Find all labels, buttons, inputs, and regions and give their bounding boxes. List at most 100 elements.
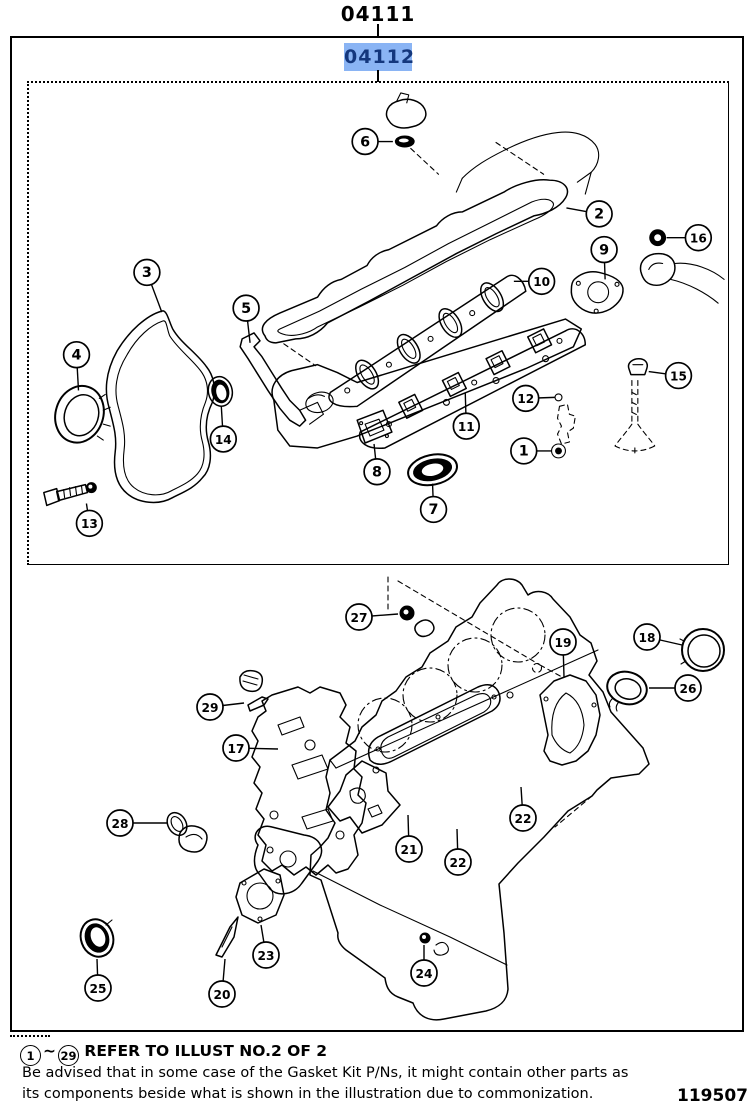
callout-22[interactable]: 22	[509, 786, 537, 832]
rear-oil-seal-part	[606, 670, 648, 712]
svg-text:7: 7	[429, 502, 439, 518]
svg-text:26: 26	[680, 681, 697, 696]
callout-3[interactable]: 3	[133, 258, 163, 313]
svg-text:18: 18	[639, 630, 656, 645]
front-oil-seal-part	[54, 384, 111, 444]
callout-8[interactable]: 8	[363, 443, 391, 486]
svg-text:2: 2	[594, 207, 604, 223]
advisory-line-2: its components beside what is shown in t…	[22, 1086, 594, 1102]
parent-part-code: 04111	[340, 2, 416, 26]
small-seal-part	[207, 375, 234, 407]
advisory-line-1: Be advised that in some case of the Gask…	[22, 1065, 629, 1081]
callout-20[interactable]: 20	[208, 958, 236, 1008]
callout-19[interactable]: 19	[549, 628, 577, 678]
svg-text:24: 24	[416, 966, 433, 981]
highlighted-part-code[interactable]: 04112	[344, 43, 414, 71]
svg-text:10: 10	[533, 274, 550, 289]
timing-cover-gasket-part	[105, 310, 216, 504]
heater-ring-part	[639, 229, 725, 304]
svg-text:14: 14	[215, 432, 232, 447]
callout-16[interactable]: 16	[666, 223, 713, 252]
svg-text:22: 22	[515, 811, 532, 826]
callout-23[interactable]: 23	[252, 924, 280, 969]
callout-26[interactable]: 26	[649, 674, 702, 702]
callout-10[interactable]: 10	[513, 267, 556, 296]
svg-text:8: 8	[372, 465, 382, 481]
small-plate-gasket-part	[356, 409, 393, 444]
callout-9[interactable]: 9	[590, 235, 618, 280]
callout-27[interactable]: 27	[345, 603, 399, 631]
large-o-ring-part	[679, 628, 725, 672]
oval-seal-part	[166, 811, 188, 837]
callout-17[interactable]: 17	[222, 734, 279, 762]
block-plug-part	[419, 932, 449, 956]
intake-manifold-gasket-part	[328, 274, 527, 408]
svg-text:17: 17	[228, 741, 245, 756]
svg-text:28: 28	[112, 816, 129, 831]
front-plate-gasket-part	[251, 686, 367, 876]
pump-gasket-part	[235, 868, 285, 924]
frame-dotted-edge	[10, 1035, 50, 1037]
callout-11[interactable]: 11	[452, 393, 481, 440]
svg-text:9: 9	[599, 242, 609, 258]
water-outlet-gasket-part	[570, 270, 624, 314]
callout-13[interactable]: 13	[75, 503, 104, 538]
injection-pump-seal-part	[79, 918, 115, 958]
wedge-seal-part	[215, 916, 239, 958]
svg-text:29: 29	[202, 700, 219, 715]
callout-4[interactable]: 4	[62, 341, 91, 391]
svg-text:20: 20	[214, 987, 231, 1002]
svg-text:22: 22	[450, 855, 467, 870]
callout-5[interactable]: 5	[232, 294, 260, 343]
cylinder-head-outline	[271, 318, 583, 449]
callout-25[interactable]: 25	[84, 958, 112, 1002]
side-cover-gasket-part	[327, 684, 501, 834]
callout-7[interactable]: 7	[419, 483, 448, 524]
svg-text:1: 1	[519, 444, 529, 460]
svg-text:23: 23	[258, 948, 275, 963]
camshaft-seal-part	[407, 453, 458, 487]
upper-diagram-frame	[27, 81, 729, 565]
connector-line	[377, 70, 379, 82]
callout-29[interactable]: 29	[196, 693, 245, 721]
callout-14[interactable]: 14	[209, 406, 238, 453]
callout-12[interactable]: 12	[512, 384, 555, 413]
callout-24[interactable]: 24	[410, 945, 438, 987]
callout-1[interactable]: 1	[510, 437, 552, 465]
svg-text:11: 11	[458, 419, 475, 434]
callout-6[interactable]: 6	[351, 127, 393, 156]
callout-range-end: 29	[58, 1045, 79, 1066]
cam-cover-outline	[455, 131, 600, 195]
svg-text:12: 12	[517, 391, 534, 406]
callout-18[interactable]: 18	[633, 623, 683, 651]
callout-21[interactable]: 21	[395, 814, 423, 863]
svg-text:6: 6	[360, 134, 370, 150]
valve-stem-cap-part	[614, 357, 656, 456]
head-grommet-part	[399, 605, 435, 638]
svg-text:13: 13	[81, 516, 98, 531]
refer-note: 1~29 REFER TO ILLUST NO.2 OF 2	[20, 1042, 327, 1066]
callout-28[interactable]: 28	[106, 809, 167, 837]
svg-text:21: 21	[401, 842, 418, 857]
drain-bolt-part	[43, 482, 97, 507]
rear-seal-plate-part	[539, 674, 601, 766]
knock-pin-part	[239, 669, 269, 712]
callout-22[interactable]: 22	[444, 828, 472, 876]
callout-15[interactable]: 15	[648, 361, 693, 390]
oil-filler-cap-part	[385, 92, 440, 175]
pump-body-outline	[178, 825, 323, 895]
figure-frame	[10, 36, 744, 1032]
svg-text:3: 3	[142, 265, 152, 281]
svg-text:19: 19	[555, 635, 572, 650]
svg-text:5: 5	[241, 301, 251, 317]
document-number: 119507	[677, 1086, 748, 1106]
svg-text:27: 27	[351, 610, 368, 625]
range-tilde: ~	[43, 1042, 56, 1060]
refer-text: REFER TO ILLUST NO.2 OF 2	[84, 1042, 328, 1060]
svg-text:4: 4	[72, 347, 82, 363]
connector-line	[377, 24, 379, 38]
callout-2[interactable]: 2	[566, 200, 613, 228]
oil-level-tube-part	[239, 332, 325, 427]
exhaust-manifold-gasket-part	[358, 328, 587, 449]
